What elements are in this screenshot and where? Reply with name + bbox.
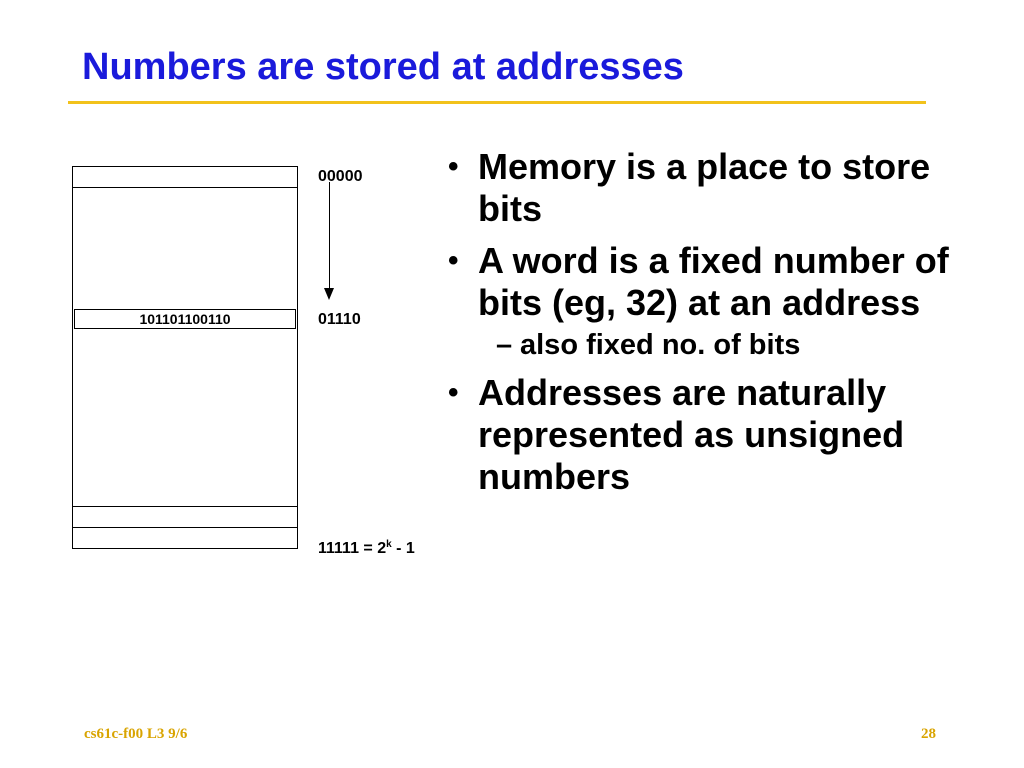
bullet-text: Addresses are naturally represented as u… — [478, 372, 905, 497]
bullet-dot: • — [448, 244, 459, 277]
address-top: 00000 — [318, 168, 363, 185]
memory-block — [72, 166, 298, 549]
address-bottom: 11111 = 2k - 1 — [318, 540, 415, 557]
bullet-text: A word is a fixed number of bits (eg, 32… — [478, 240, 949, 323]
sub-bullet-item: – also fixed no. of bits — [442, 328, 962, 362]
bullet-text: Memory is a place to store bits — [478, 146, 931, 229]
title-underline — [68, 101, 926, 104]
memory-cell-bottom-1 — [72, 506, 298, 528]
slide-title: Numbers are stored at addresses — [82, 46, 684, 88]
bullet-list: • Memory is a place to store bits • A wo… — [442, 146, 962, 508]
address-bottom-prefix: 11111 = 2 — [318, 540, 387, 557]
address-arrow-head — [324, 288, 334, 300]
bullet-item: • A word is a fixed number of bits (eg, … — [442, 240, 962, 324]
footer-page-number: 28 — [921, 726, 936, 742]
memory-cell-top — [72, 166, 298, 188]
bullet-dot: • — [448, 150, 459, 183]
memory-cell-word: 101101100110 — [74, 309, 296, 329]
memory-cell-value: 101101100110 — [139, 311, 231, 327]
sub-bullet-dash: – — [496, 329, 513, 361]
bullet-item: • Addresses are naturally represented as… — [442, 372, 962, 498]
address-bottom-suffix: - 1 — [391, 540, 415, 557]
bullet-dot: • — [448, 376, 459, 409]
footer-course-label: cs61c-f00 L3 9/6 — [84, 726, 188, 742]
address-mid: 01110 — [318, 311, 361, 328]
bullet-item: • Memory is a place to store bits — [442, 146, 962, 230]
address-arrow-line — [329, 182, 330, 290]
memory-cell-bottom-2 — [72, 527, 298, 549]
address-bottom-exponent: k — [386, 539, 392, 550]
sub-bullet-text: also fixed no. of bits — [520, 329, 801, 361]
